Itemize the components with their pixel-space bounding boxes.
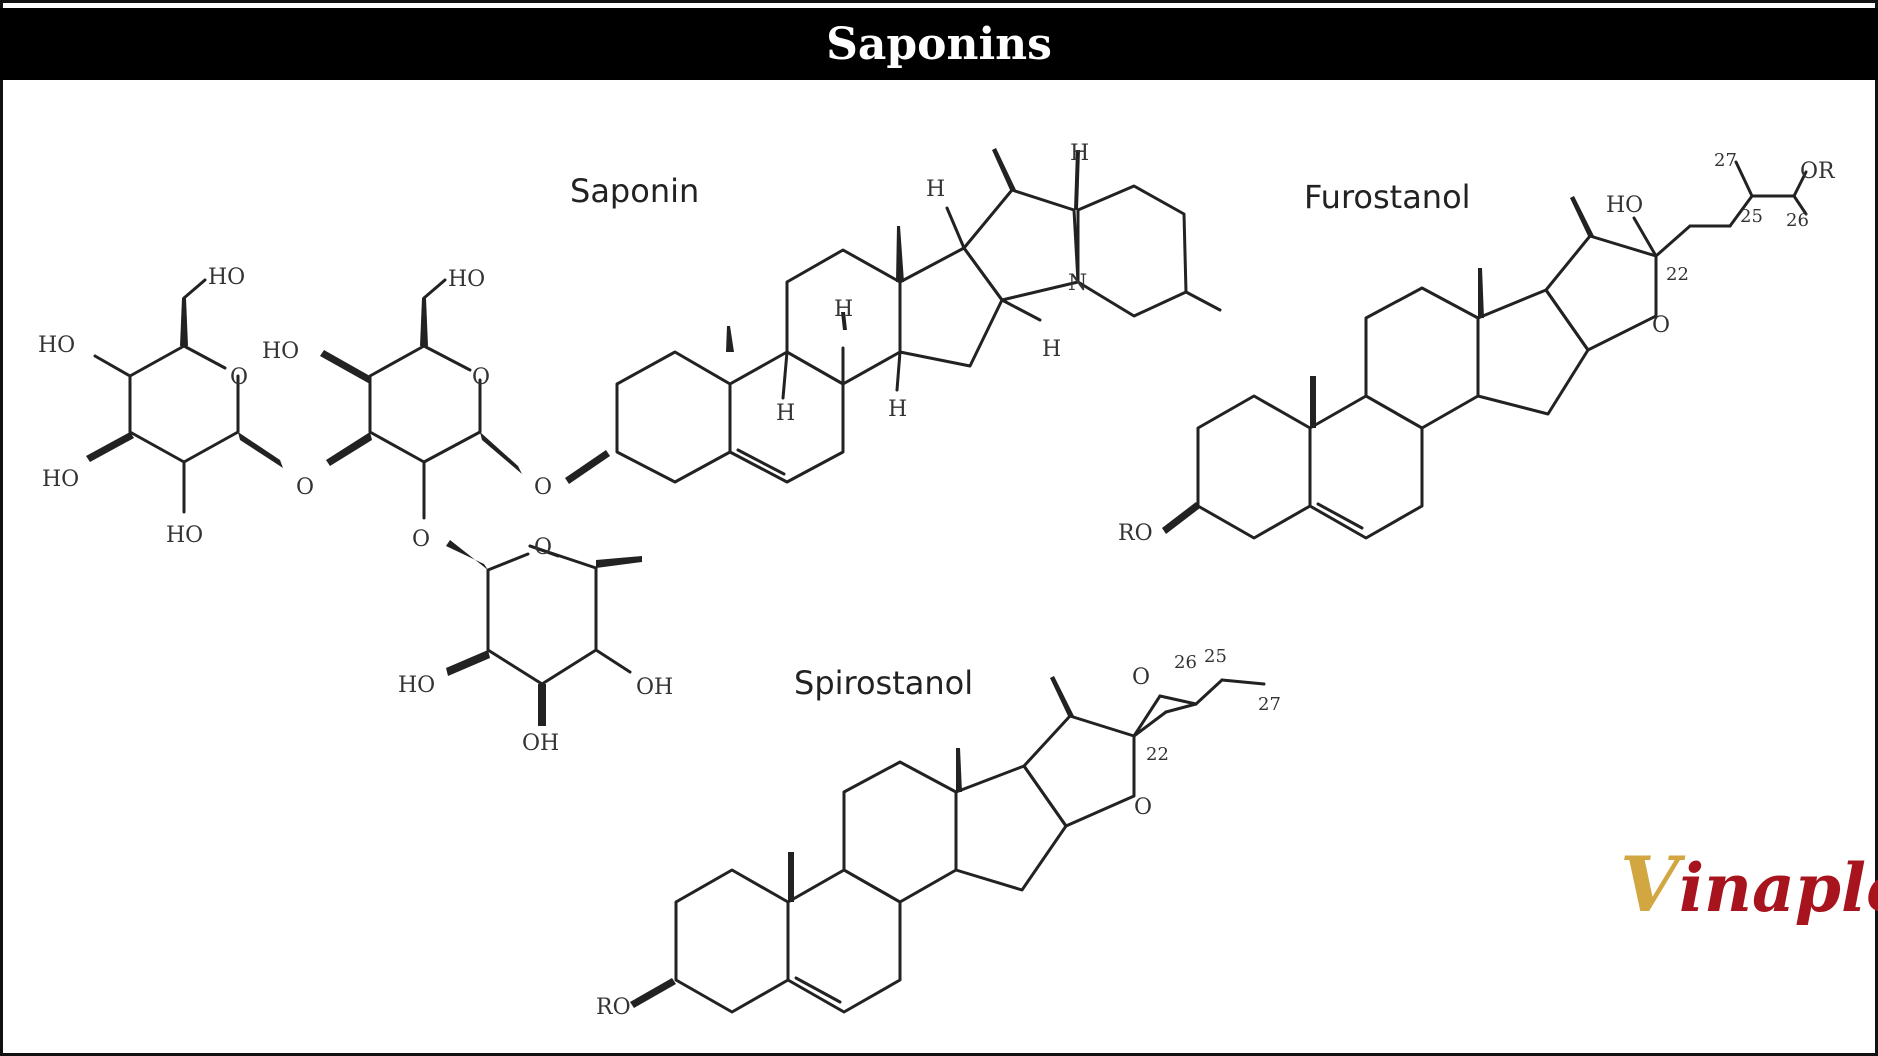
vinaplo-logo: Vinaplo (1620, 840, 1878, 929)
ring-o-label: O (534, 535, 552, 560)
spirostanol-label: Spirostanol (794, 664, 973, 702)
or-label: OR (1800, 159, 1836, 184)
furostanol-structure: Furostanol RO O 22 HO 25 27 26 O (1118, 150, 1836, 546)
c22-label: 22 (1146, 744, 1169, 765)
spirostanol-core (630, 676, 1266, 1014)
ring-o-label: O (230, 365, 248, 390)
h-label: H (888, 397, 907, 422)
glycosidic-o-label: O (534, 475, 552, 500)
c22-label: 22 (1666, 264, 1689, 285)
oh-label: OH (636, 675, 673, 700)
h-label: H (1070, 141, 1089, 166)
sugar-ring-1 (86, 278, 283, 514)
furostanol-core (1162, 160, 1808, 540)
logo-v: V (1620, 840, 1679, 929)
furostanol-label: Furostanol (1304, 178, 1471, 216)
oh-label: OH (522, 731, 559, 756)
c26-label: 26 (1174, 652, 1197, 673)
sugar-ring-3 (446, 540, 642, 726)
h-label: H (834, 297, 853, 322)
saponin-label: Saponin (570, 172, 699, 210)
ro-label: RO (596, 995, 631, 1020)
c27-label: 27 (1258, 694, 1281, 715)
ho-label: HO (38, 333, 75, 358)
logo-text: inaplo (1678, 849, 1878, 927)
ho-label: HO (166, 523, 203, 548)
h-label: H (776, 401, 795, 426)
title-bar: Saponins (0, 8, 1878, 80)
glycosidic-o-label: O (412, 527, 430, 552)
ring-o-label: O (1652, 313, 1670, 338)
c25-label: 25 (1740, 206, 1763, 227)
ro-label: RO (1118, 521, 1153, 546)
ring-o-label: O (472, 365, 490, 390)
c26-label: 26 (1786, 210, 1809, 231)
h-label: H (1042, 337, 1061, 362)
n-label: N (1068, 271, 1087, 296)
ring-o-label: O (1134, 795, 1152, 820)
ho-label: HO (1606, 193, 1643, 218)
ho-label: HO (208, 265, 245, 290)
sugar-ring-2 (320, 278, 522, 520)
ho-label: HO (448, 267, 485, 292)
h-label: H (926, 177, 945, 202)
ho-label: HO (398, 673, 435, 698)
saponin-steroid-core (565, 148, 1222, 484)
ring-o-label: O (1132, 665, 1150, 690)
ho-label: HO (262, 339, 299, 364)
spirostanol-structure: Spirostanol RO O O 22 26 25 27 (596, 646, 1281, 1020)
glycosidic-o-label: O (296, 475, 314, 500)
c25-label: 25 (1204, 646, 1227, 667)
saponin-structure: Saponin HO HO HO HO O O HO (38, 141, 1222, 756)
ho-label: HO (42, 467, 79, 492)
c27-label: 27 (1714, 150, 1737, 171)
page-title: Saponins (826, 18, 1052, 70)
